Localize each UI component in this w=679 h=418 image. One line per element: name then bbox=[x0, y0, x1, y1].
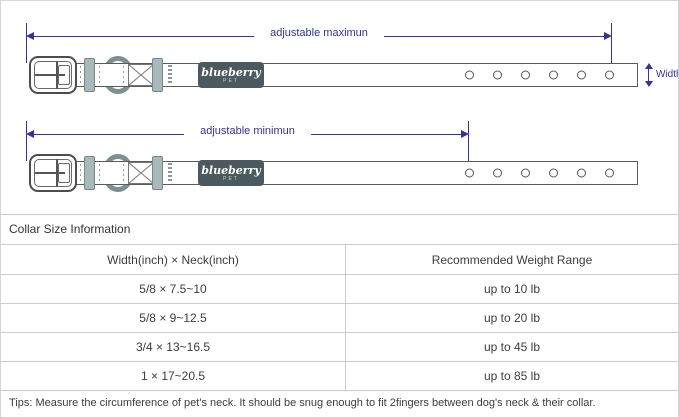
buckle-prong bbox=[35, 74, 65, 77]
buckle-frame bbox=[34, 159, 72, 187]
brand-patch: blueberry PET bbox=[198, 160, 264, 186]
keeper-loop bbox=[84, 58, 95, 92]
size-cell: 5/8 × 9~12.5 bbox=[1, 304, 346, 332]
collar-hole bbox=[521, 168, 530, 178]
arrowhead-right-icon bbox=[461, 130, 469, 138]
collar-diagram: adjustable maximun bbox=[1, 1, 678, 214]
collar-hole bbox=[577, 70, 586, 80]
buckle bbox=[29, 154, 77, 192]
stitch-line bbox=[99, 66, 100, 84]
keeper-loop bbox=[84, 156, 95, 190]
dimension-extension-line bbox=[468, 121, 469, 173]
collar-min-view: adjustable minimun bbox=[1, 99, 678, 199]
weight-cell: up to 85 lb bbox=[483, 369, 541, 383]
buckle-prong bbox=[35, 172, 65, 175]
brand-logo-text: blueberry bbox=[201, 163, 261, 177]
brand-logo-subtext: PET bbox=[223, 175, 239, 182]
size-table-tips: Tips: Measure the circumference of pet's… bbox=[9, 397, 596, 409]
adjustable-max-label: adjustable maximun bbox=[270, 27, 368, 39]
stitch-line bbox=[123, 66, 124, 84]
woven-tag bbox=[168, 163, 172, 183]
brand-logo-text: blueberry bbox=[201, 65, 261, 79]
brand-logo-subtext: PET bbox=[223, 77, 239, 84]
dimension-extension-line bbox=[26, 121, 27, 161]
dimension-line bbox=[383, 35, 604, 37]
buckle bbox=[29, 56, 77, 94]
arrowhead-up-icon bbox=[644, 63, 653, 69]
weight-cell: up to 10 lb bbox=[483, 282, 541, 296]
dimension-line bbox=[648, 69, 649, 81]
dimension-line bbox=[310, 133, 461, 135]
stitch-line bbox=[99, 164, 100, 182]
x-stitch-box bbox=[128, 162, 154, 184]
adjustable-max-dimension: adjustable maximun bbox=[26, 27, 612, 43]
table-row: 5/8 × 9~12.5 up to 20 lb bbox=[1, 304, 678, 333]
arrowhead-right-icon bbox=[604, 32, 612, 40]
collar-hole bbox=[493, 168, 502, 178]
collar-hole bbox=[493, 70, 502, 80]
weight-cell: up to 45 lb bbox=[483, 340, 541, 354]
adjustable-min-dimension: adjustable minimun bbox=[26, 125, 469, 141]
size-table: Collar Size Information Width(inch) × Ne… bbox=[1, 214, 678, 415]
collar-hole bbox=[521, 70, 530, 80]
size-table-header: Width(inch) × Neck(inch) Recommended Wei… bbox=[1, 245, 678, 275]
woven-tag bbox=[168, 65, 172, 85]
dimension-line bbox=[34, 35, 255, 37]
dimension-line bbox=[34, 133, 185, 135]
stitch-line bbox=[123, 164, 124, 182]
arrowhead-left-icon bbox=[26, 130, 34, 138]
column-header-size: Width(inch) × Neck(inch) bbox=[1, 245, 346, 274]
table-row: 3/4 × 13~16.5 up to 45 lb bbox=[1, 333, 678, 362]
dimension-extension-line bbox=[611, 23, 612, 79]
collar-hole bbox=[605, 70, 614, 80]
brand-patch: blueberry PET bbox=[198, 62, 264, 88]
size-cell: 5/8 × 7.5~10 bbox=[1, 275, 346, 303]
keeper-loop bbox=[152, 58, 163, 92]
buckle-frame bbox=[34, 61, 72, 89]
adjustable-min-label: adjustable minimun bbox=[200, 125, 295, 137]
width-dimension-arrow bbox=[644, 63, 653, 87]
collar-holes bbox=[465, 70, 614, 80]
dimension-extension-line bbox=[26, 23, 27, 63]
x-stitch-box bbox=[128, 64, 154, 86]
collar-hole bbox=[465, 168, 474, 178]
size-table-body: 5/8 × 7.5~10 up to 10 lb 5/8 × 9~12.5 up to… bbox=[1, 275, 678, 391]
collar-max-view: adjustable maximun bbox=[1, 1, 678, 101]
stitch-line bbox=[80, 164, 81, 182]
collar-hole bbox=[605, 168, 614, 178]
arrowhead-down-icon bbox=[644, 81, 653, 87]
collar-hole bbox=[465, 70, 474, 80]
column-header-weight: Recommended Weight Range bbox=[431, 252, 593, 267]
width-label: Width bbox=[656, 69, 678, 80]
arrowhead-left-icon bbox=[26, 32, 34, 40]
size-cell: 3/4 × 13~16.5 bbox=[1, 333, 346, 361]
stitch-line bbox=[80, 66, 81, 84]
table-row: 1 × 17~20.5 up to 85 lb bbox=[1, 362, 678, 391]
collar-hole bbox=[577, 168, 586, 178]
size-cell: 1 × 17~20.5 bbox=[1, 362, 346, 390]
collar-hole bbox=[549, 70, 558, 80]
collar-holes bbox=[465, 168, 614, 178]
size-table-title: Collar Size Information bbox=[1, 214, 678, 245]
weight-cell: up to 20 lb bbox=[483, 311, 541, 325]
collar-hole bbox=[549, 168, 558, 178]
table-row: 5/8 × 7.5~10 up to 10 lb bbox=[1, 275, 678, 304]
keeper-loop bbox=[152, 156, 163, 190]
buckle-tip bbox=[58, 163, 70, 183]
buckle-tip bbox=[58, 65, 70, 85]
